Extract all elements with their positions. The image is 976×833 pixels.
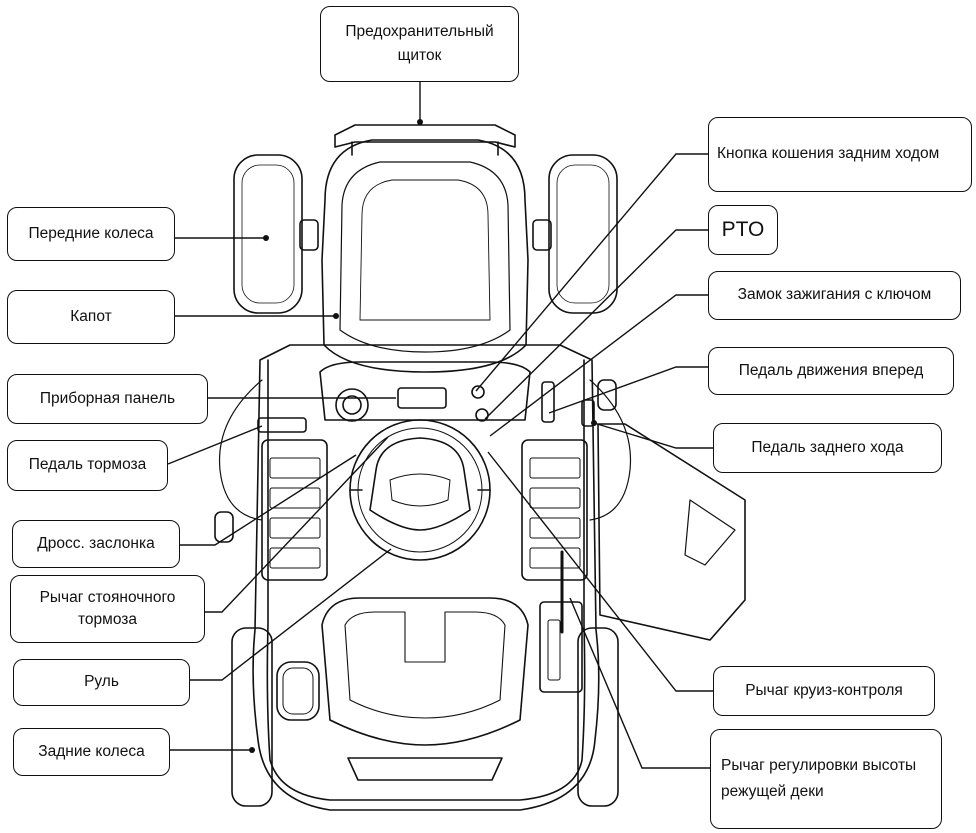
label-deck-height: Рычаг регулировки высоты режущей деки [710,729,942,829]
rear-wheel-right [577,627,619,807]
label-reverse-mow: Кнопка кошения задним ходом [708,117,972,192]
mower-illustration [214,124,746,811]
front-wheel-right [548,154,618,314]
label-ignition: Замок зажигания с ключом [708,271,961,320]
steering-wheel [349,419,491,561]
label-pto: PTO [708,205,778,255]
label-dashboard: Приборная панель [7,374,208,424]
front-wheel-left [233,154,303,314]
seat [321,597,529,746]
rear-wheel-left [231,627,273,807]
label-hood: Капот [7,290,175,344]
label-reverse-pedal: Педаль заднего хода [713,423,942,473]
label-brake-pedal: Педаль тормоза [7,440,168,491]
dashboard [319,361,531,421]
label-parking-brake: Рычаг стояночного тормоза [10,575,205,643]
leader-lines [167,82,713,769]
label-throttle: Дросс. заслонка [12,520,180,568]
label-steering-wheel: Руль [13,659,190,706]
body-shell [252,344,600,811]
label-guard: Предохранительный щиток [320,6,519,82]
label-rear-wheels: Задние колеса [13,728,170,776]
leader-dots [249,119,597,753]
discharge-chute [597,423,746,641]
label-forward-pedal: Педаль движения вперед [708,347,954,395]
label-front-wheels: Передние колеса [7,207,175,261]
label-cruise: Рычаг круиз-контроля [713,666,935,716]
front-guard [334,124,516,148]
